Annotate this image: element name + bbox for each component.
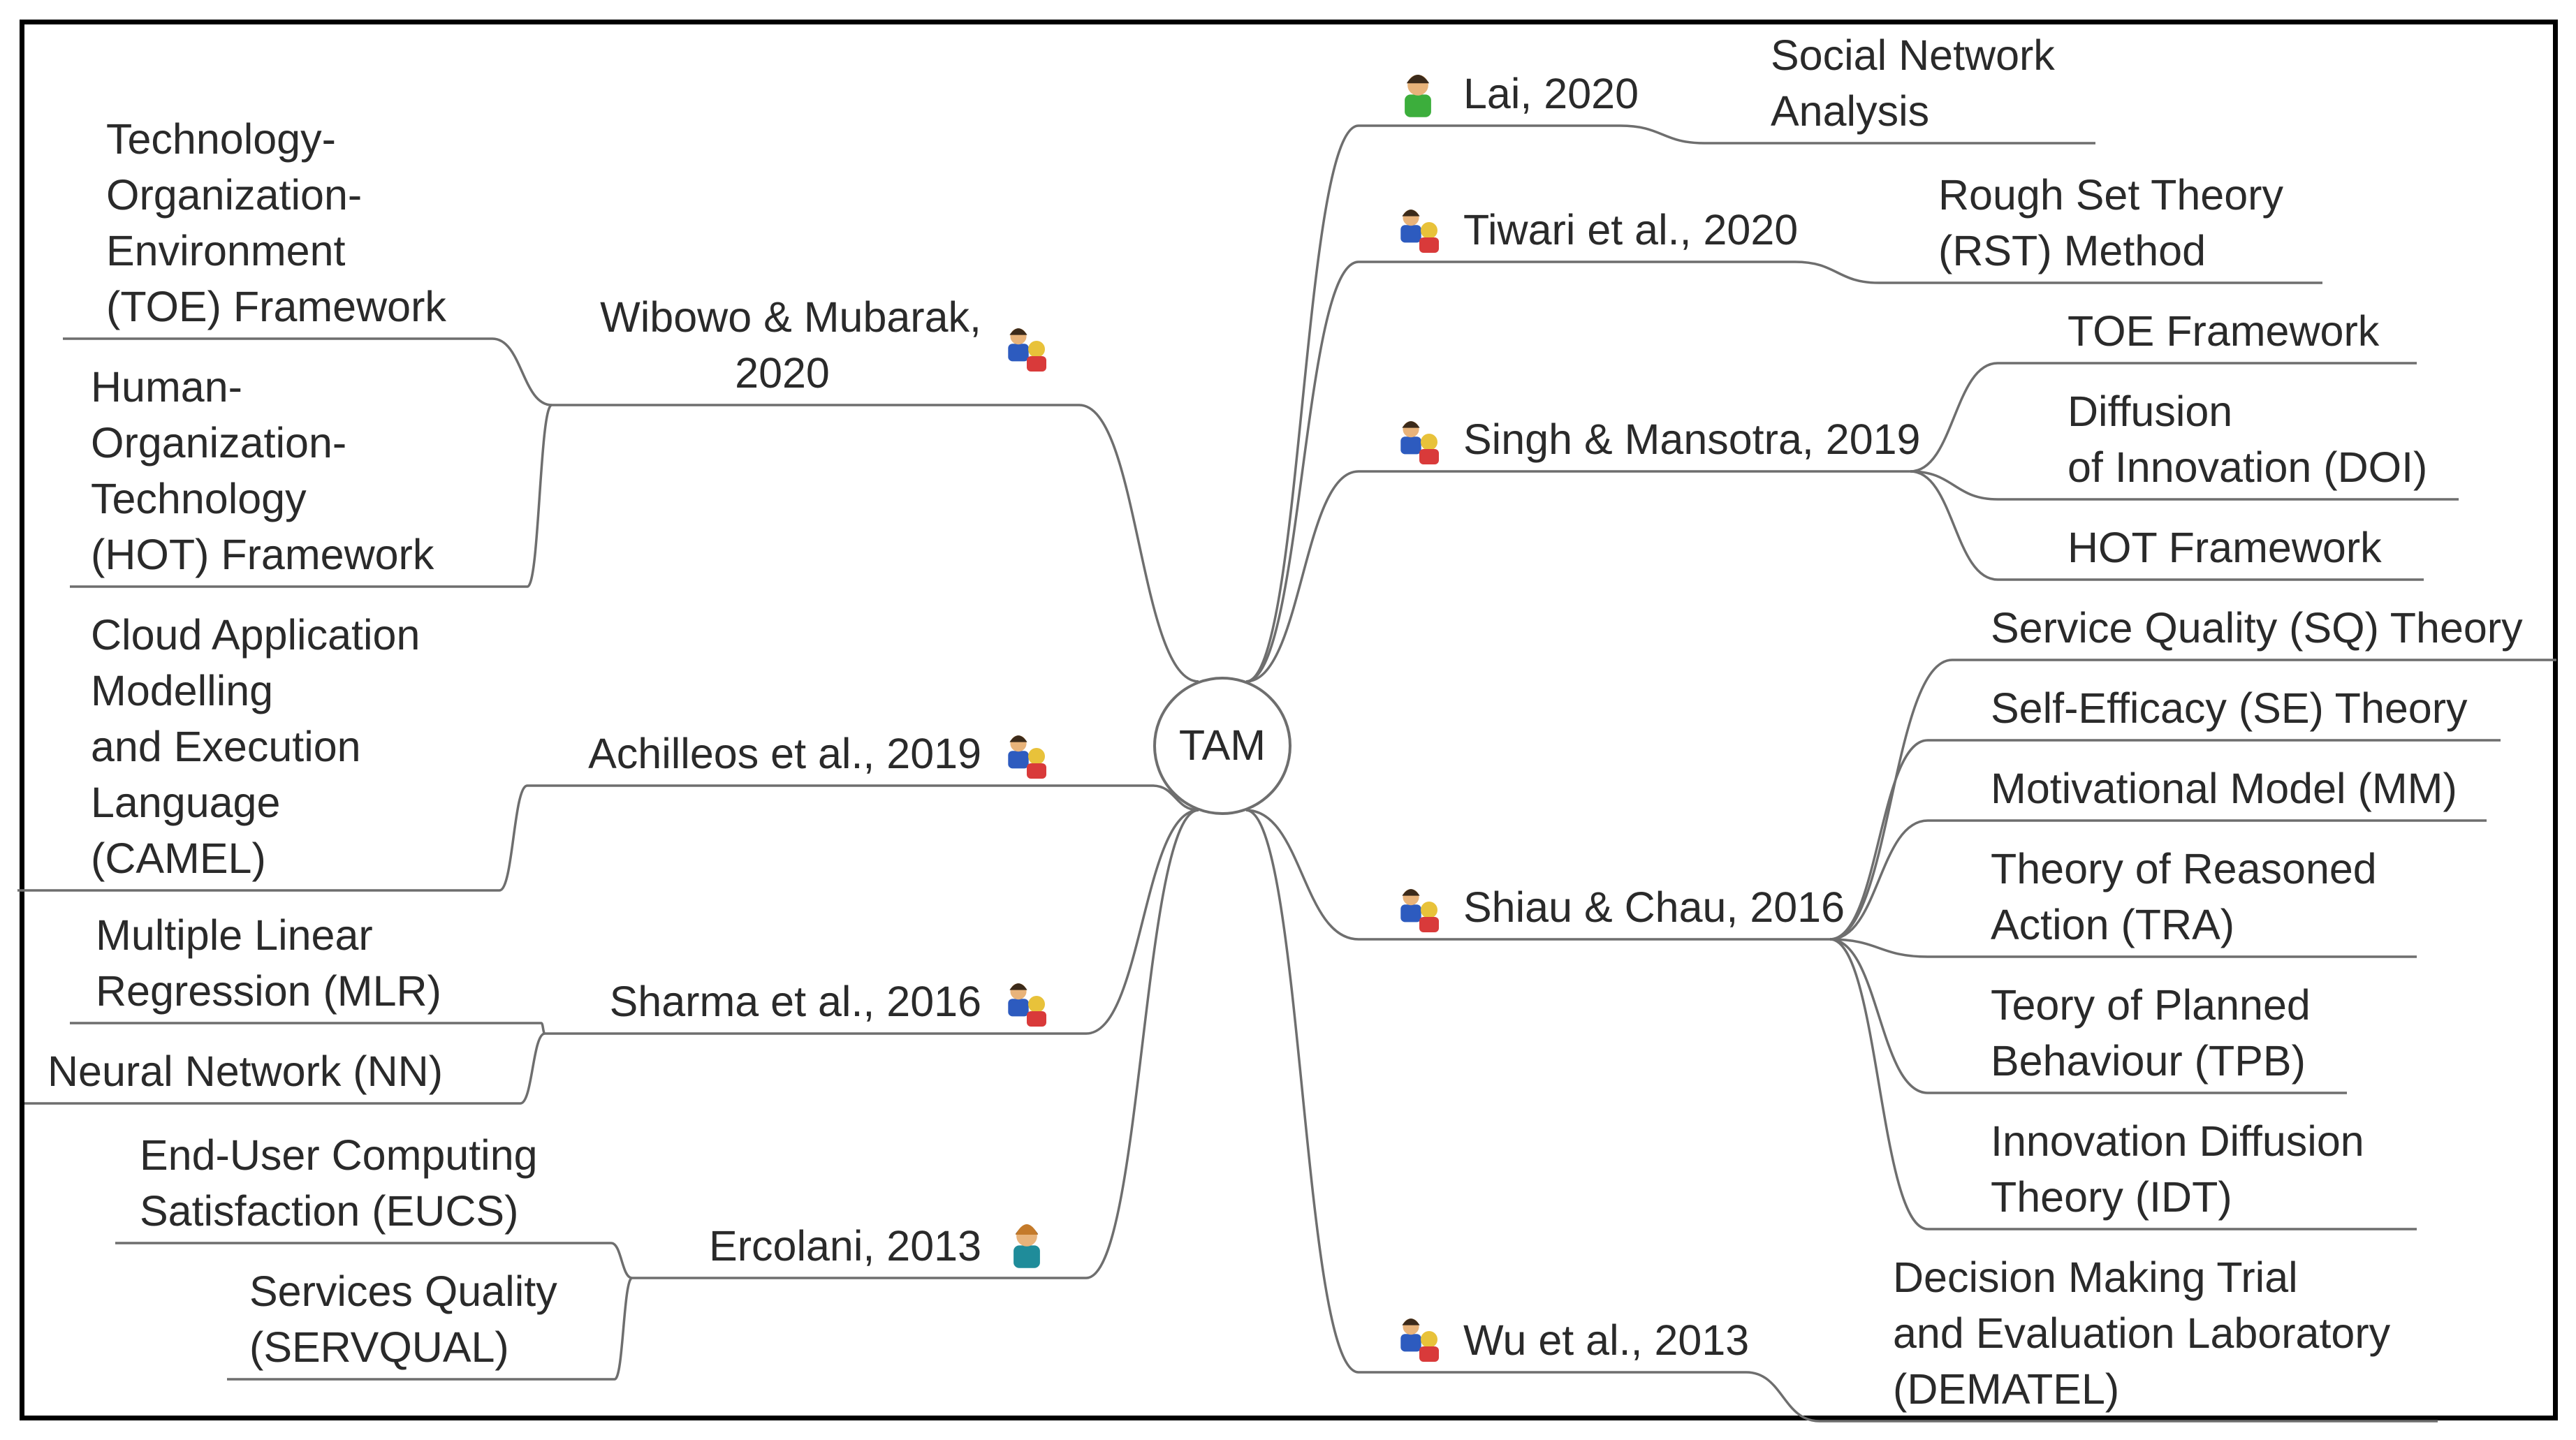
branch-connector: [1245, 124, 1359, 683]
theory-label: Organization-: [91, 419, 346, 466]
theory-connector: [1829, 819, 1929, 941]
theory-label: (DEMATEL): [1893, 1365, 2119, 1413]
theory-connector: [1829, 739, 1929, 941]
theory-label: Diffusion: [2068, 388, 2232, 435]
theory-label: Analysis: [1771, 87, 1929, 135]
theory-label: (RST) Method: [1938, 227, 2206, 274]
theory-connector: [520, 1032, 546, 1105]
author-label-left-2: Sharma et al., 2016: [610, 978, 981, 1025]
theory-label: Rough Set Theory: [1938, 171, 2283, 219]
author-group-icon: [1400, 210, 1439, 253]
theory-label: Organization-: [106, 171, 362, 219]
theory-connector: [1910, 470, 1998, 581]
author-label-right-3: Shiau & Chau, 2016: [1463, 883, 1845, 931]
author-label-right-2: Singh & Mansotra, 2019: [1463, 416, 1920, 463]
author-label-left-0: 2020: [735, 349, 830, 397]
theory-label: Satisfaction (EUCS): [140, 1187, 518, 1235]
author-group-icon: [1400, 1318, 1439, 1362]
theory-connector: [613, 1277, 634, 1381]
author-label-right-1: Tiwari et al., 2020: [1463, 206, 1798, 254]
author-label-left-1: Achilleos et al., 2019: [588, 730, 981, 777]
branch-connector: [1085, 809, 1199, 1279]
theory-label: Human-: [91, 363, 242, 411]
theory-label: Innovation Diffusion: [1991, 1117, 2364, 1165]
center-label: TAM: [1179, 721, 1266, 769]
branch-connector: [1152, 784, 1199, 811]
theory-label: Self-Efficacy (SE) Theory: [1991, 684, 2468, 732]
author-label-right-0: Lai, 2020: [1463, 70, 1639, 117]
theory-label: Environment: [106, 227, 345, 274]
branch-connector: [1245, 809, 1359, 1374]
theory-label: Services Quality: [249, 1268, 557, 1315]
theory-connector: [1746, 1371, 1820, 1423]
author-person-icon: [1013, 1224, 1040, 1268]
branch-connector: [1245, 260, 1359, 683]
author-group-icon: [1008, 983, 1046, 1027]
theory-connector: [1910, 362, 1998, 473]
branch-connector: [1078, 404, 1199, 683]
theory-label: Technology-: [106, 115, 336, 163]
theory-label: Decision Making Trial: [1893, 1254, 2298, 1301]
author-group-icon: [1008, 328, 1046, 372]
center-node: TAM: [1153, 677, 1291, 815]
theory-label: Theory (IDT): [1991, 1173, 2232, 1221]
theory-label: Regression (MLR): [96, 967, 441, 1015]
theory-connector: [526, 404, 553, 588]
theory-label: and Execution: [91, 723, 361, 770]
author-label-left-0: Wibowo & Mubarak,: [600, 293, 981, 341]
theory-connector: [499, 784, 528, 892]
theory-connector: [1794, 260, 1880, 284]
theory-label: TOE Framework: [2068, 307, 2380, 355]
branch-connector: [1085, 809, 1199, 1035]
author-group-icon: [1400, 889, 1439, 932]
theory-label: Modelling: [91, 667, 273, 714]
branch-connector: [1245, 470, 1359, 683]
theory-label: Language: [91, 779, 280, 826]
theory-connector: [1829, 938, 1929, 958]
theory-label: of Innovation (DOI): [2068, 443, 2427, 491]
theory-connector: [540, 1022, 546, 1035]
theory-label: End-User Computing: [140, 1131, 538, 1179]
theory-connector: [1910, 470, 1998, 501]
author-label-right-4: Wu et al., 2013: [1463, 1316, 1749, 1364]
theory-connector: [492, 337, 552, 406]
theory-label: (CAMEL): [91, 835, 266, 882]
author-group-icon: [1400, 421, 1439, 464]
theory-label: Theory of Reasoned: [1991, 845, 2377, 892]
theory-label: Neural Network (NN): [47, 1048, 443, 1095]
author-group-icon: [1008, 735, 1046, 779]
theory-connector: [1620, 124, 1705, 145]
diagram-frame: [20, 20, 2558, 1420]
theory-label: Multiple Linear: [96, 911, 373, 959]
author-label-left-3: Ercolani, 2013: [709, 1222, 981, 1270]
theory-label: (TOE) Framework: [106, 283, 446, 330]
branch-connector: [1245, 809, 1359, 941]
theory-connector: [1829, 938, 1929, 1094]
author-person-green-icon: [1405, 75, 1431, 117]
theory-label: Action (TRA): [1991, 901, 2234, 948]
theory-connector: [610, 1242, 633, 1279]
theory-label: Cloud Application: [91, 611, 420, 659]
theory-label: and Evaluation Laboratory: [1893, 1309, 2391, 1357]
theory-label: (HOT) Framework: [91, 531, 434, 578]
theory-label: HOT Framework: [2068, 524, 2382, 571]
theory-label: Service Quality (SQ) Theory: [1991, 604, 2523, 652]
theory-label: Motivational Model (MM): [1991, 765, 2457, 812]
theory-label: Social Network: [1771, 31, 2055, 79]
theory-label: Teory of Planned: [1991, 981, 2311, 1029]
theory-connector: [1829, 938, 1929, 1230]
theory-label: Technology: [91, 475, 307, 522]
theory-connector: [1829, 659, 1953, 941]
theory-label: Behaviour (TPB): [1991, 1037, 2306, 1085]
theory-label: (SERVQUAL): [249, 1323, 509, 1371]
